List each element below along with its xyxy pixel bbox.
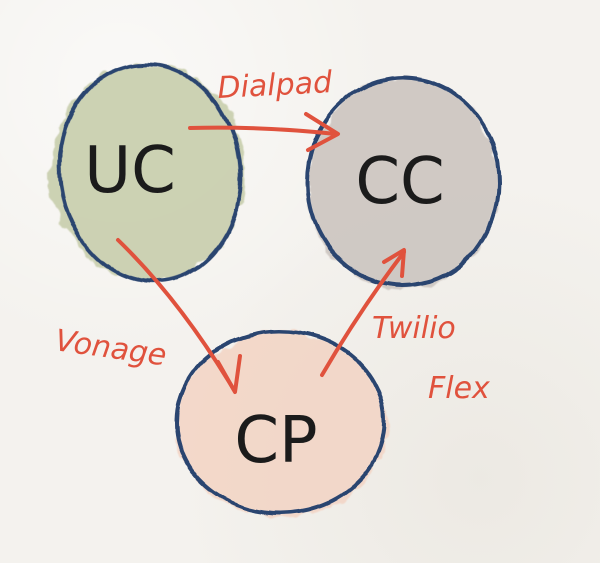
node-cc: CC xyxy=(305,76,501,290)
node-uc: UC xyxy=(50,62,246,284)
node-cc-outline xyxy=(305,76,501,288)
node-cp-label: CP xyxy=(234,404,317,478)
edge-cp-to-cc: Twilio Flex xyxy=(320,248,490,406)
node-cc-fill xyxy=(307,78,499,290)
node-cp: CP xyxy=(174,329,387,517)
node-uc-fill xyxy=(50,64,246,280)
edge-cp-cc-label-line1: Twilio xyxy=(372,311,456,346)
node-cc-label: CC xyxy=(355,145,444,219)
edge-uc-cc-arrowhead xyxy=(304,112,340,152)
edge-uc-cp-label: Vonage xyxy=(53,323,169,373)
edge-uc-to-cc: Dialpad xyxy=(188,65,340,152)
node-cp-outline xyxy=(174,329,386,515)
edge-cp-cc-label-line2: Flex xyxy=(428,371,490,406)
node-uc-label: UC xyxy=(84,134,176,208)
node-uc-outline xyxy=(57,62,243,284)
edge-cp-cc-line xyxy=(320,250,406,377)
edge-uc-cp-arrowhead xyxy=(216,354,242,394)
edge-uc-cc-label: Dialpad xyxy=(217,65,334,106)
edge-cp-cc-arrowhead xyxy=(382,248,406,278)
edge-uc-cc-line xyxy=(188,125,338,136)
